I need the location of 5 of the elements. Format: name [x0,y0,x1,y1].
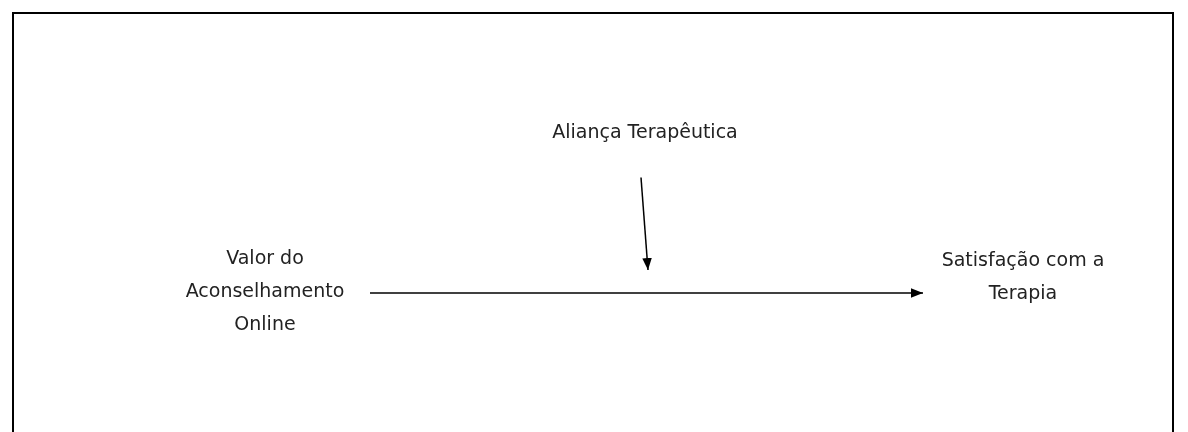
variable-label: Valor do Aconselhamento Online [170,240,360,340]
variable-label: Satisfação com a Terapia [933,243,1113,309]
arrow [640,176,652,271]
variable-label: Aliança Terapêutica [515,114,775,148]
arrow [369,288,924,298]
